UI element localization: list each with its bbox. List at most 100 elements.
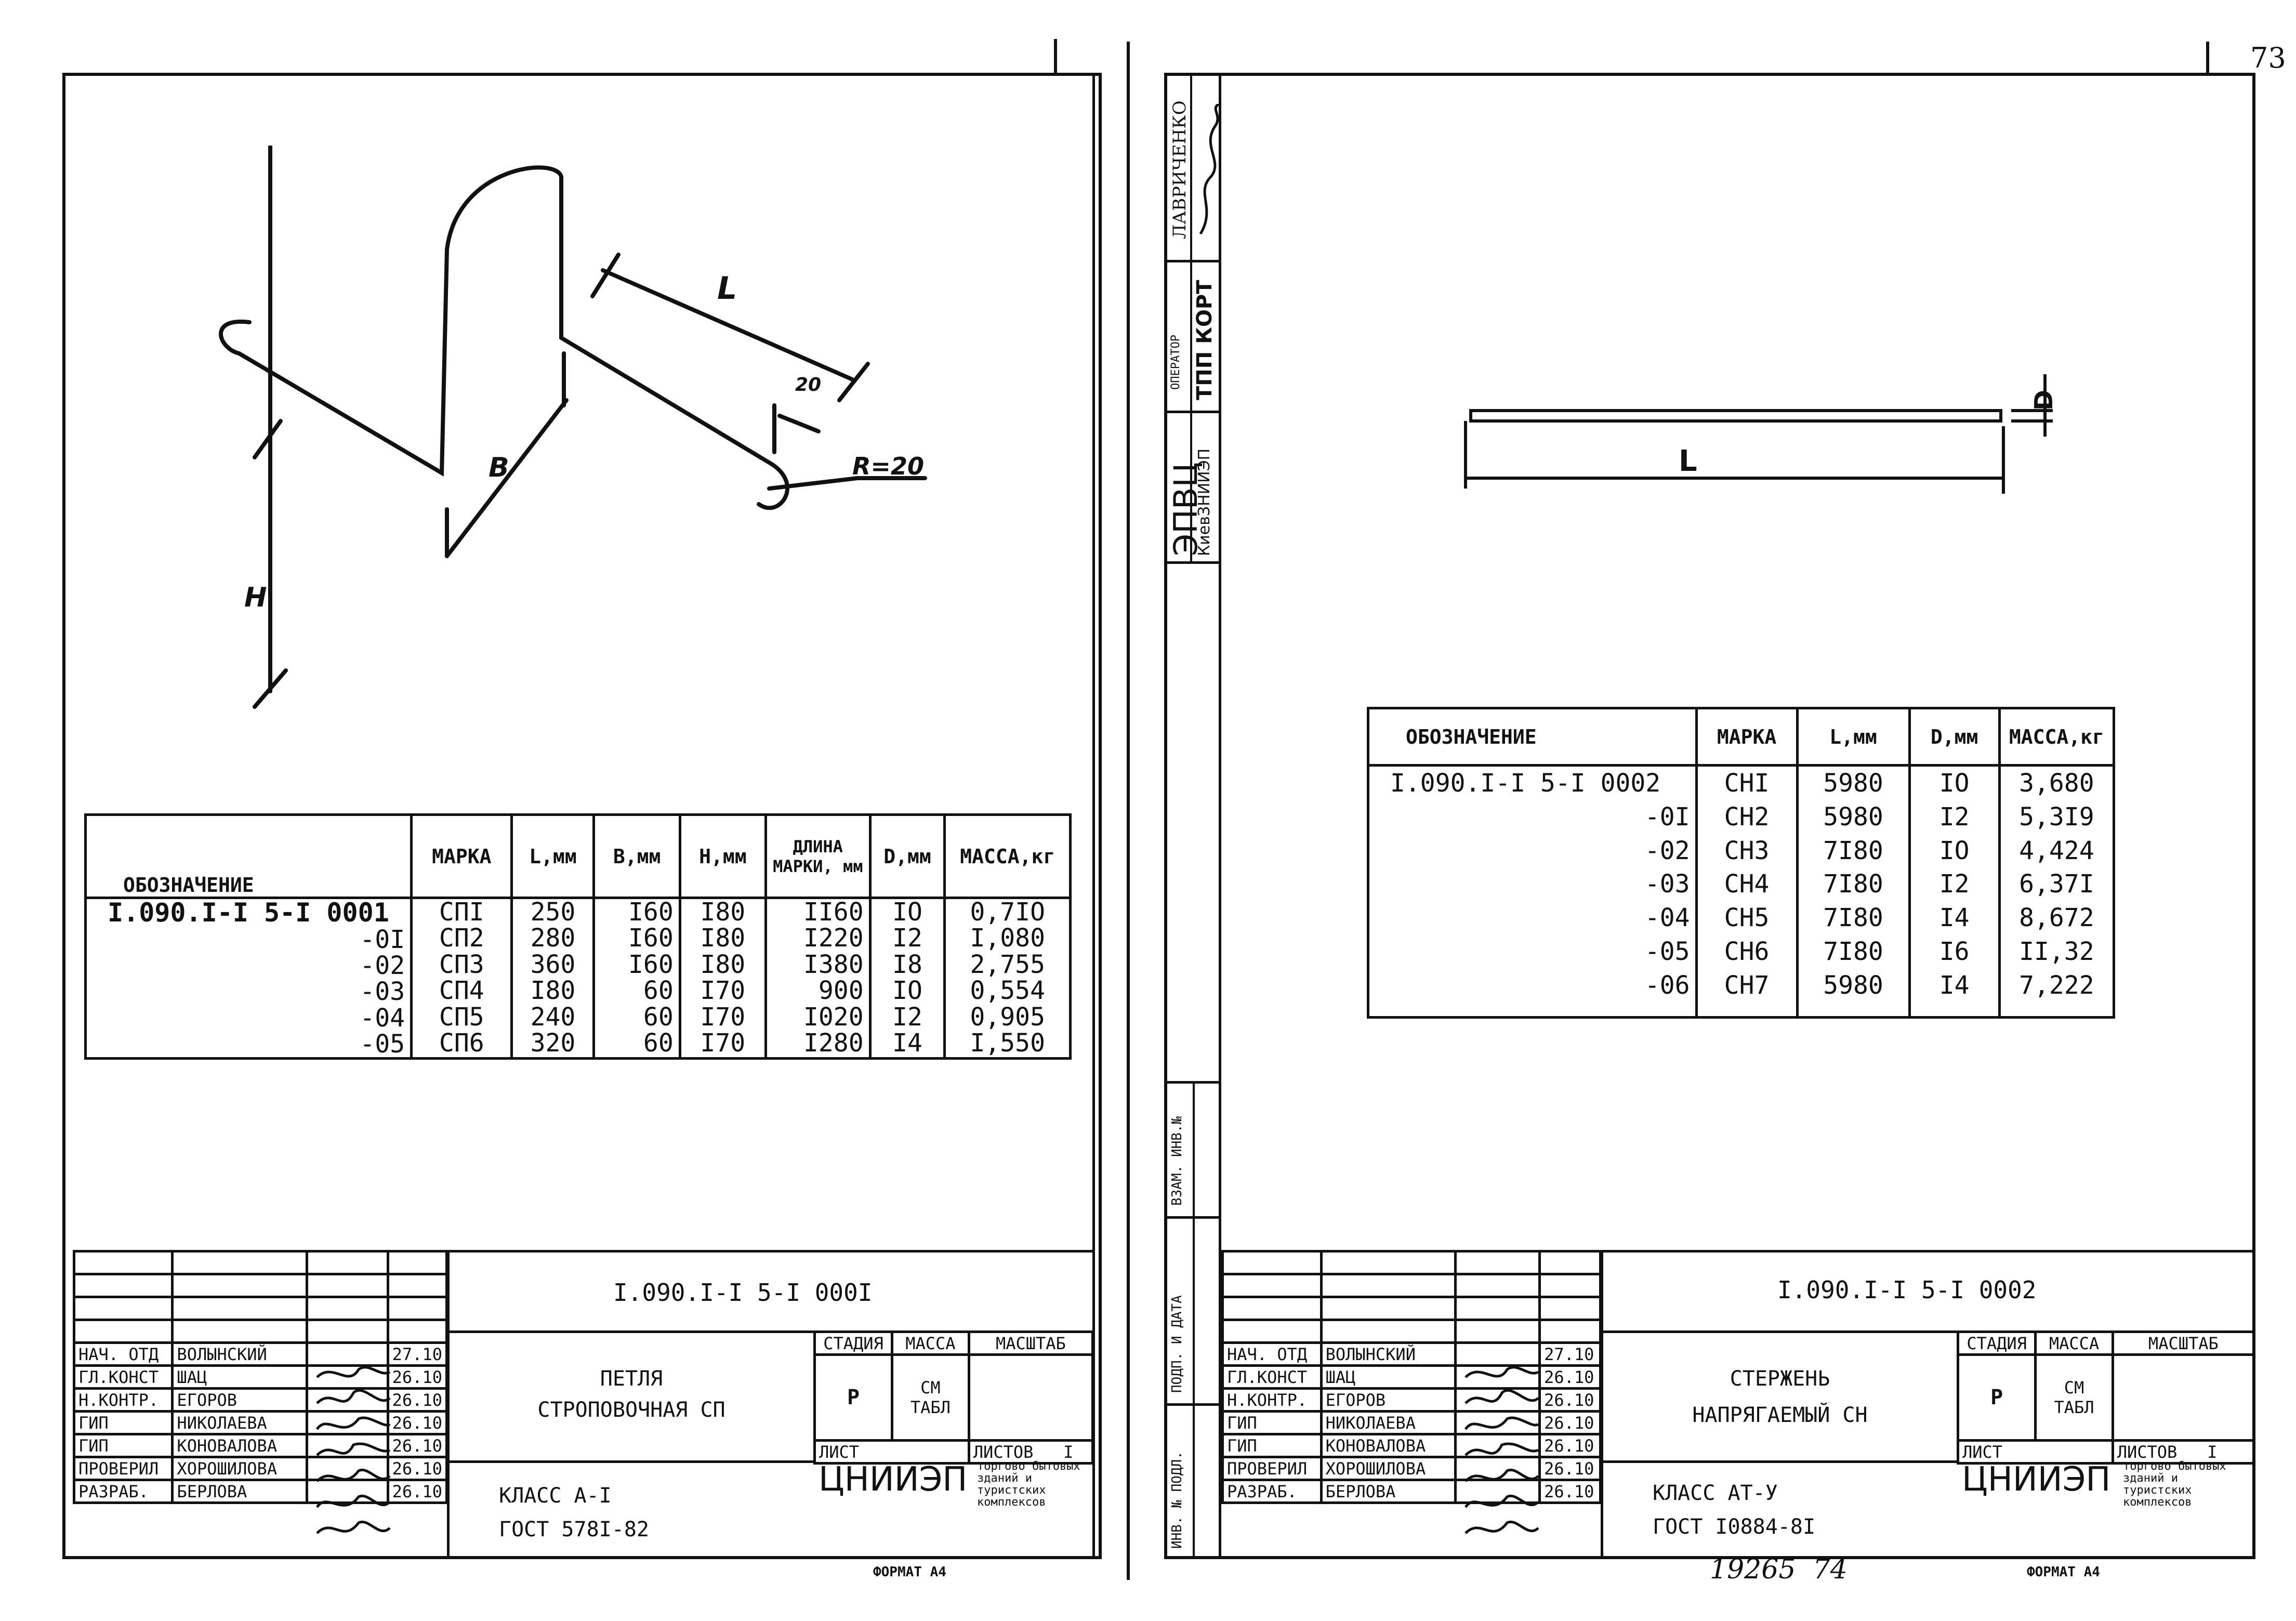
right-sheet-inner-line (1219, 73, 1221, 1559)
role-2: Н.КОНТР. (72, 1387, 174, 1413)
right-stamp-top-line (1219, 1250, 2255, 1253)
length-2: I380 (803, 950, 864, 979)
left-title-line2: СТРОПОВОЧНАЯ СП (537, 1398, 725, 1422)
r-mass-2: 4,424 (2019, 836, 2094, 865)
r-D-0: IO (1939, 769, 1970, 798)
left-gost-line: ГОСТ 578I-82 (499, 1518, 649, 1541)
sheets-cell: ЛИСТОВ I (967, 1439, 1094, 1465)
mass-cell: 0,7IO I,080 2,755 0,554 0,905 I,550 (943, 896, 1072, 1060)
r-mark-1: СН2 (1724, 802, 1770, 832)
length-cell: II60 I220 I380 900 I020 I280 (764, 896, 872, 1060)
side-label-tpp: ТПП КОРТ (1193, 280, 1217, 400)
name-5: ХОРОШИЛОВА (171, 1456, 308, 1481)
side-col-divider-3 (1164, 561, 1221, 564)
mark-0: СПI (439, 898, 484, 927)
H-cell: I80 I80 I80 I70 I70 I70 (678, 896, 767, 1060)
date-3: 26.10 (386, 1410, 448, 1435)
r-date-1: 26.10 (1538, 1364, 1602, 1390)
role-4: ГИП (72, 1433, 174, 1458)
r-col-header-L: L,мм (1796, 707, 1911, 767)
r-mass-1: 5,3I9 (2019, 802, 2094, 832)
r-mark-3: СН4 (1724, 869, 1770, 899)
right-stamp-code-box (1601, 1250, 2255, 1333)
r-mass-header: МАССА (2034, 1330, 2114, 1356)
r-name-5: ХОРОШИЛОВА (1319, 1456, 1457, 1481)
side-col-divider-2 (1164, 411, 1221, 413)
r-date-2: 26.10 (1538, 1387, 1602, 1413)
r-date-6: 26.10 (1538, 1479, 1602, 1504)
B-cell: I60 I60 I60 60 60 60 (592, 896, 681, 1060)
col-header-L: L,мм (510, 813, 596, 899)
L-4: 240 (530, 1002, 576, 1032)
left-title-divider (447, 1460, 816, 1463)
signature-6 (305, 1479, 389, 1504)
r-date-4: 26.10 (1538, 1433, 1602, 1458)
r-mass-4: 8,672 (2019, 903, 2094, 933)
D-2: I8 (892, 950, 922, 979)
right-org-sub: торгово бытовых зданий и туристских комп… (2123, 1460, 2226, 1509)
r-role-1: ГЛ.КОНСТ (1221, 1364, 1323, 1390)
date-1: 26.10 (386, 1364, 448, 1390)
left-stamp-code-box (447, 1250, 1094, 1333)
side-lower-div-1 (1164, 1216, 1221, 1219)
col-header-D: D,мм (868, 813, 946, 899)
rod-label-D: D (2029, 390, 2059, 411)
r-role-4: ГИП (1221, 1433, 1323, 1458)
role-3: ГИП (72, 1410, 174, 1435)
side-label-name: ЛАВРИЧЕНКО (1169, 100, 1190, 239)
r-designation-5: -05 (1644, 937, 1690, 966)
mass-header: МАССА (890, 1330, 970, 1356)
dim-label-H: H (244, 582, 267, 613)
rod-drawing (1464, 374, 2053, 494)
r-mass-cell: 3,680 5,3I9 4,424 6,37I 8,672 II,32 7,22… (1998, 764, 2116, 1019)
r-name-3: НИКОЛАЕВА (1319, 1410, 1457, 1435)
col-header-B: B,мм (592, 813, 681, 899)
r-col-header-D: D,мм (1908, 707, 2001, 767)
r-mark-0: СНI (1724, 769, 1770, 798)
right-title-line2: НАПРЯГАЕМЫЙ СН (1692, 1403, 1868, 1427)
r-L-6: 5980 (1823, 970, 1883, 1000)
role-5: ПРОВЕРИЛ (72, 1456, 174, 1481)
left-title-box (447, 1330, 816, 1559)
right-sheet-frame (1164, 73, 2255, 1559)
B-4: 60 (643, 1002, 674, 1032)
D-5: I4 (892, 1028, 922, 1058)
r-name-6: БЕРЛОВА (1319, 1479, 1457, 1504)
r-scale-value (2111, 1353, 2256, 1442)
sheets-value: I (1063, 1442, 1074, 1462)
right-org-name: ЦНИИЭП (1962, 1460, 2111, 1499)
r-L-5: 7I80 (1823, 937, 1883, 966)
length-5: I280 (803, 1028, 864, 1058)
designation-1: -0I (360, 925, 405, 954)
loop-drawing (219, 146, 927, 709)
r-mark-4: СН5 (1724, 903, 1770, 933)
r-L-2: 7I80 (1823, 836, 1883, 865)
r-D-4: I4 (1939, 903, 1970, 933)
dim-label-L: L (717, 270, 737, 307)
role-6: РАЗРАБ. (72, 1479, 174, 1504)
r-designation-0: I.090.I-I 5-I 0002 (1390, 769, 1661, 798)
L-3: I80 (530, 976, 576, 1006)
r-col-header-mark: МАРКА (1695, 707, 1799, 767)
sheets-label: ЛИСТОВ (973, 1442, 1034, 1462)
signature-0 (305, 1341, 389, 1367)
left-signatures-image (315, 1366, 391, 1534)
r-D-3: I2 (1939, 869, 1970, 899)
r-designation-6: -06 (1644, 970, 1690, 1000)
r-mass-5: II,32 (2019, 937, 2094, 966)
r-signature-6 (1454, 1479, 1541, 1504)
r-date-5: 26.10 (1538, 1456, 1602, 1481)
left-title-line1: ПЕТЛЯ (600, 1367, 663, 1391)
mark-4: СП5 (439, 1002, 484, 1032)
L-0: 250 (530, 898, 576, 927)
r-sheets-label: ЛИСТОВ (2117, 1442, 2178, 1462)
right-top-tick (2206, 42, 2209, 75)
r-name-4: КОНОВАЛОВА (1319, 1433, 1457, 1458)
stage-value: Р (813, 1353, 893, 1442)
col-header-mark: МАРКА (410, 813, 513, 899)
r-role-3: ГИП (1221, 1410, 1323, 1435)
side-label-kiev: КиевЗНИИЭП (1195, 448, 1213, 556)
r-D-2: IO (1939, 836, 1970, 865)
